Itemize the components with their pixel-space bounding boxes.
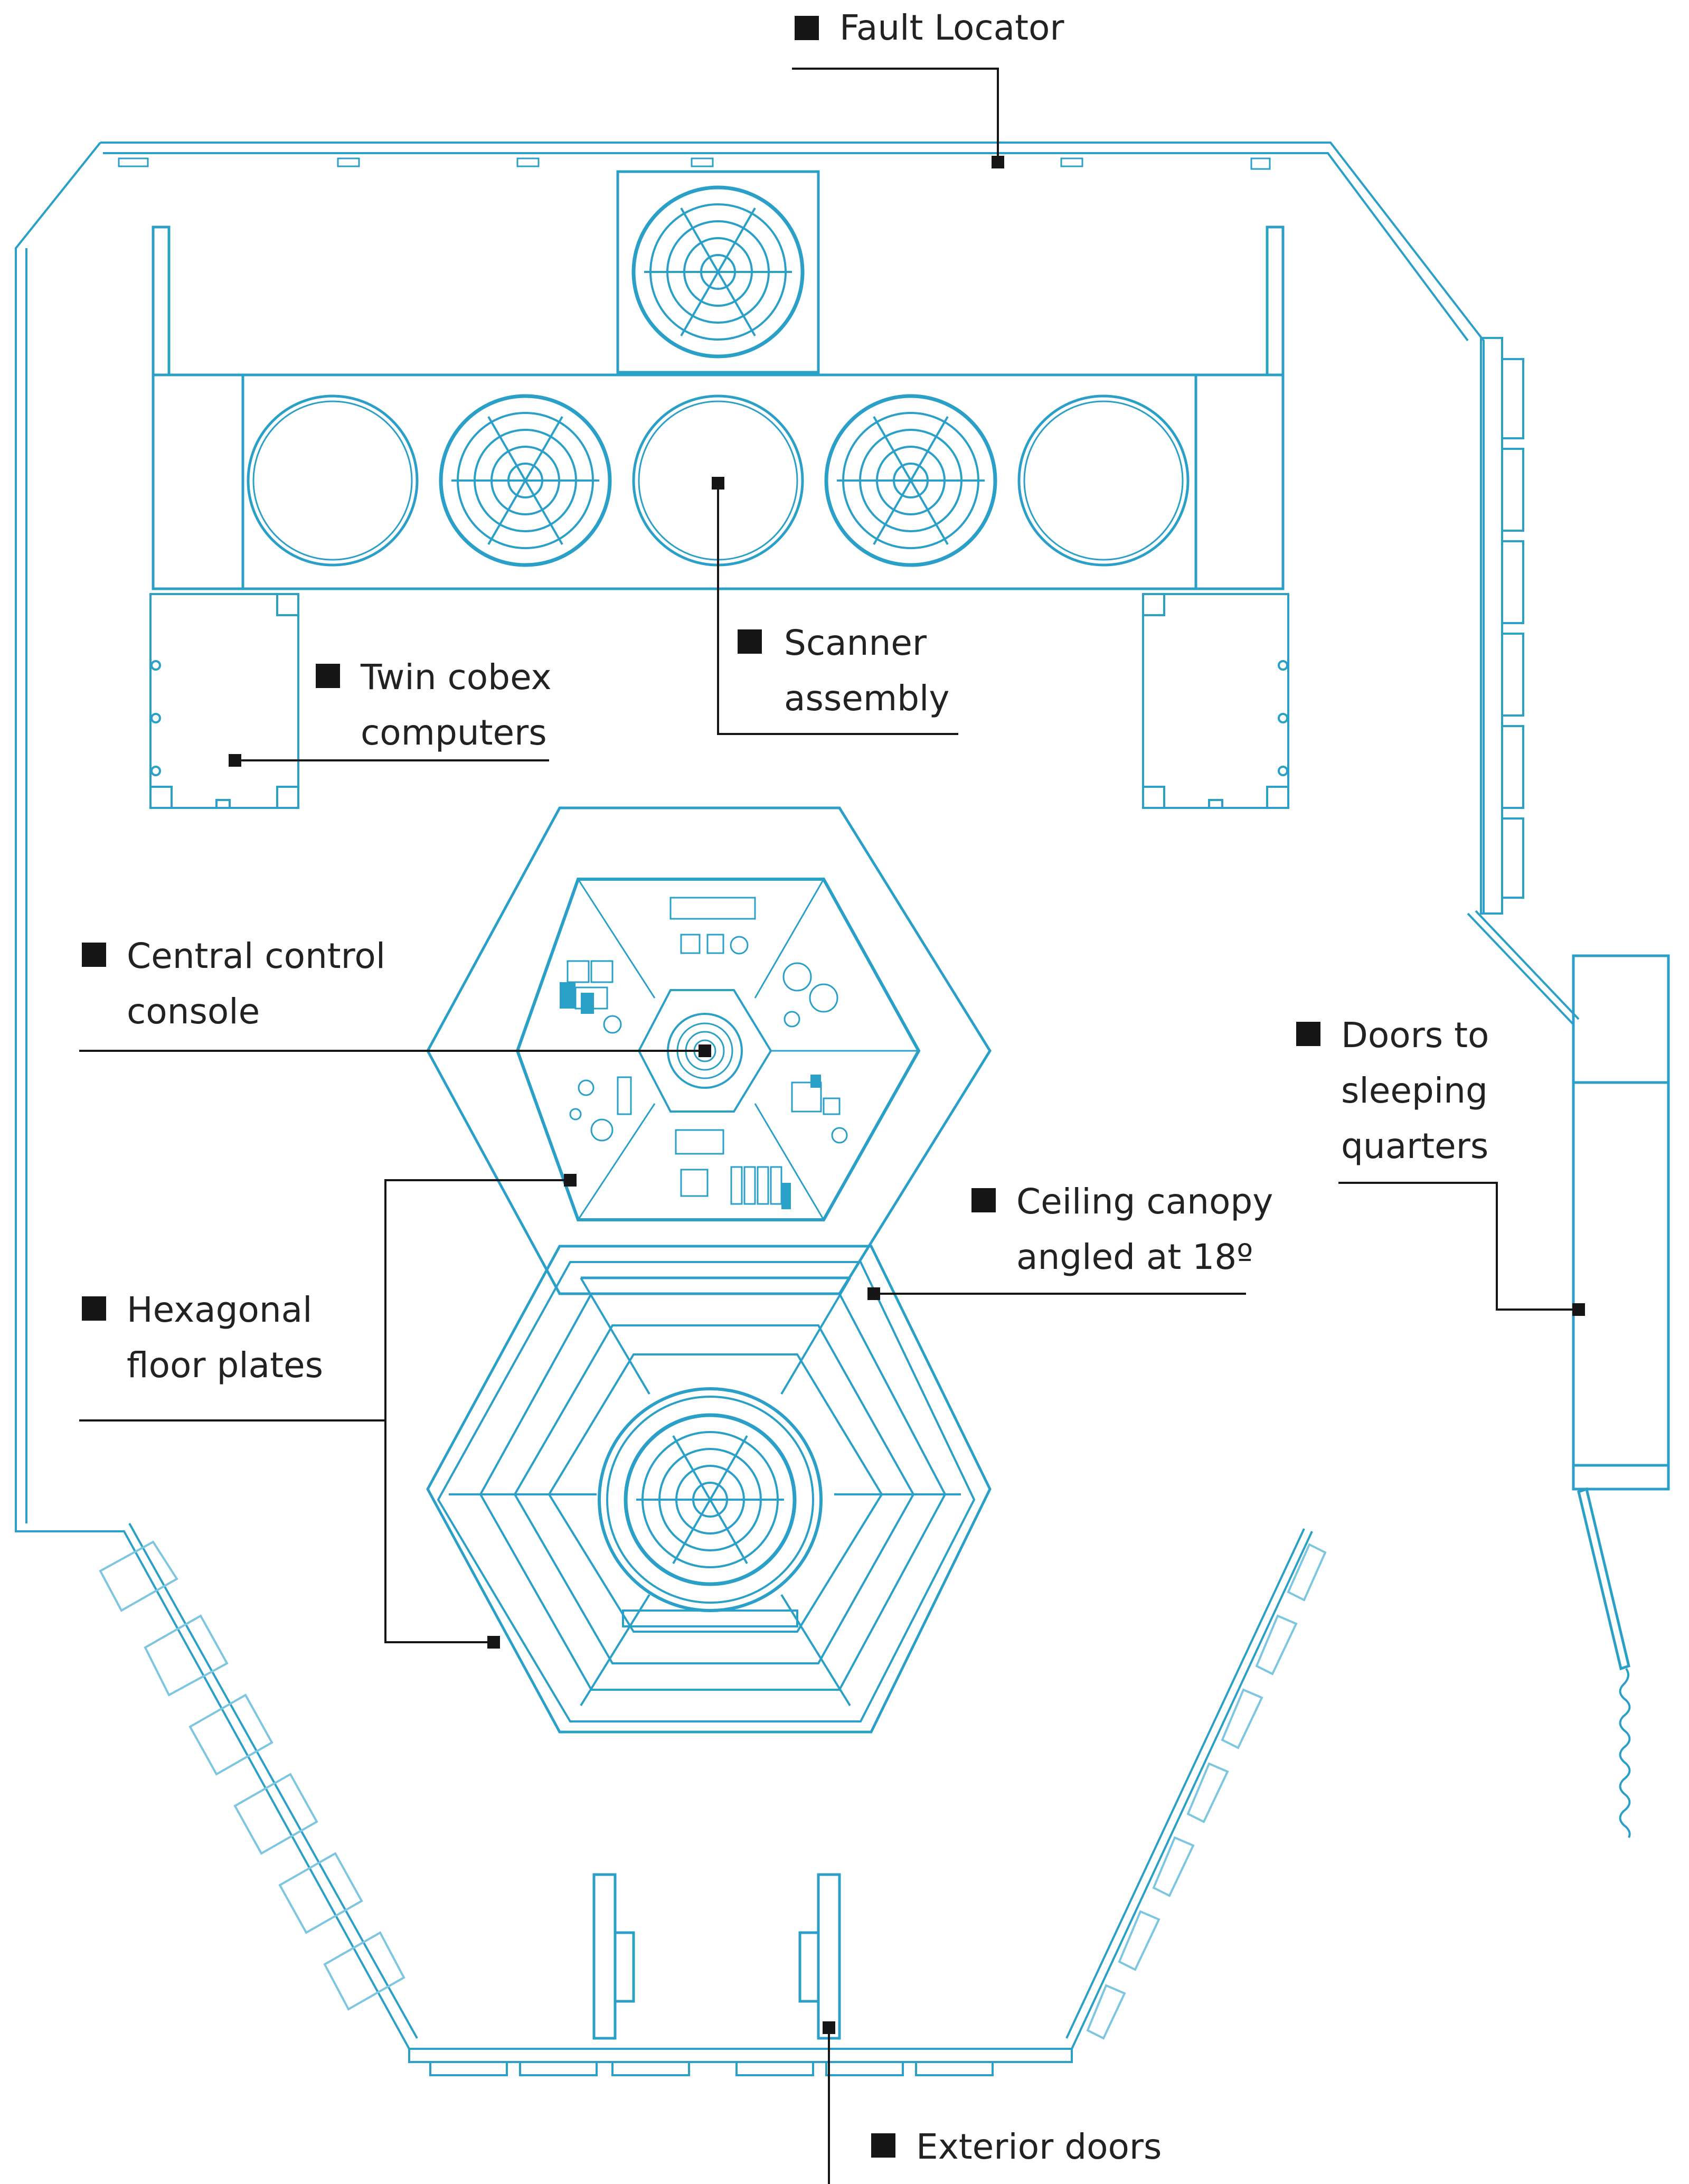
- callout-scanner: Scanner assembly: [738, 623, 949, 719]
- canopy-label-line1: Ceiling canopy: [1016, 1181, 1273, 1222]
- doors-sleeping-label-line3: quarters: [1341, 1126, 1488, 1166]
- black-square-icon: [795, 16, 819, 40]
- floor-plates-label-line1: Hexagonal: [127, 1289, 312, 1330]
- black-square-icon: [82, 1296, 106, 1321]
- cobex-computer-left: [149, 593, 299, 809]
- cobex-computer-right: [1142, 593, 1289, 809]
- black-square-icon: [316, 664, 340, 688]
- floor-plates-label-line2: floor plates: [127, 1345, 323, 1386]
- doors-sleeping-label-line1: Doors to: [1341, 1015, 1489, 1056]
- radial-grille-icon: [441, 396, 610, 565]
- fault-locator-unit: [616, 170, 820, 374]
- black-square-icon: [971, 1188, 996, 1212]
- leader-fault-locator: [792, 68, 999, 162]
- radial-grille-icon: [826, 396, 995, 565]
- scanner-label-line1: Scanner: [784, 623, 927, 663]
- anchor-floor-plates-lower: [487, 1636, 500, 1649]
- callout-exterior-doors: Exterior doors: [871, 2126, 1162, 2167]
- fault-locator-label: Fault Locator: [839, 7, 1064, 48]
- callout-console: Central control console: [82, 936, 385, 1032]
- console-label-line2: console: [127, 991, 260, 1032]
- black-square-icon: [871, 2133, 895, 2158]
- leader-lines: [79, 68, 1585, 2184]
- inner-wall: [25, 152, 1469, 2039]
- callout-doors-sleeping: Doors to sleeping quarters: [1296, 1015, 1489, 1166]
- bottom-wall-segments: [408, 2048, 1073, 2076]
- anchor-console: [699, 1044, 711, 1057]
- callout-canopy: Ceiling canopy angled at 18º: [971, 1181, 1273, 1277]
- cobex-label-line2: computers: [361, 712, 547, 753]
- doors-sleeping-label-line2: sleeping: [1341, 1070, 1488, 1111]
- exterior-doors: [592, 1873, 841, 2040]
- anchor-cobex: [229, 754, 241, 767]
- outer-wall: [15, 142, 1574, 2050]
- top-wall-fittings: [118, 157, 1271, 170]
- callout-cobex: Twin cobex computers: [316, 657, 552, 753]
- black-square-icon: [1296, 1022, 1320, 1046]
- right-wall-panels: [1480, 337, 1524, 915]
- radial-grille-icon: [626, 1415, 795, 1584]
- console-label-line1: Central control: [127, 936, 385, 976]
- lower-wall-panels: [99, 1540, 1327, 2040]
- leader-scanner: [717, 483, 958, 735]
- anchor-scanner: [712, 477, 724, 489]
- anchor-fault-locator: [992, 156, 1004, 168]
- sleeping-quarters-doors: [1572, 954, 1670, 1838]
- anchor-exterior-doors: [823, 2021, 835, 2034]
- leader-doors-sleeping: [1338, 1182, 1579, 1311]
- cobex-label-line1: Twin cobex: [360, 657, 552, 698]
- scanner-label-line2: assembly: [784, 678, 949, 719]
- callout-floor-plates: Hexagonal floor plates: [82, 1289, 323, 1386]
- hexagonal-floor-plates: [426, 1245, 992, 1734]
- angled-wall-segment-inner: [1475, 910, 1580, 1020]
- callout-fault-locator: Fault Locator: [795, 7, 1064, 48]
- anchor-doors-sleeping: [1572, 1303, 1585, 1316]
- radial-grille-icon: [634, 187, 803, 356]
- black-square-icon: [738, 629, 762, 654]
- anchor-canopy: [867, 1287, 880, 1300]
- canopy-label-line2: angled at 18º: [1016, 1237, 1253, 1277]
- anchor-floor-plates-upper: [564, 1174, 577, 1187]
- exterior-doors-label: Exterior doors: [916, 2126, 1162, 2167]
- leader-floor-plates: [79, 1179, 570, 1643]
- black-square-icon: [82, 943, 106, 967]
- angled-wall-segment: [1467, 912, 1574, 1025]
